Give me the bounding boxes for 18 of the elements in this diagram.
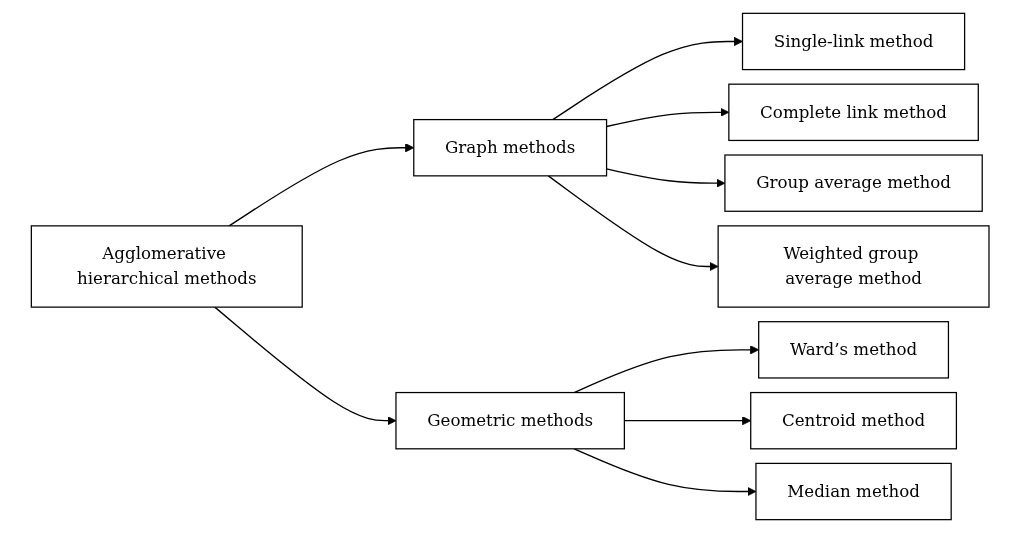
node-box: Centroid method	[750, 391, 958, 450]
arrow	[573, 345, 760, 394]
arrow	[624, 416, 752, 426]
arrow	[573, 448, 757, 497]
node-box: Agglomerative hierarchical methods	[31, 225, 304, 308]
arrow	[228, 143, 415, 227]
arrow	[606, 168, 726, 188]
node-box: Group average method	[724, 154, 984, 212]
node-box: Median method	[755, 462, 953, 521]
node-box: Complete link method	[728, 83, 980, 142]
node-box: Graph methods	[413, 118, 608, 177]
arrow	[606, 107, 730, 128]
node-box: Geometric methods	[395, 391, 626, 450]
arrow	[214, 306, 397, 426]
arrow	[547, 175, 719, 272]
node-box: Ward’s method	[758, 321, 950, 379]
node-box: Weighted group average method	[717, 225, 990, 308]
node-box: Single-link method	[742, 12, 966, 71]
